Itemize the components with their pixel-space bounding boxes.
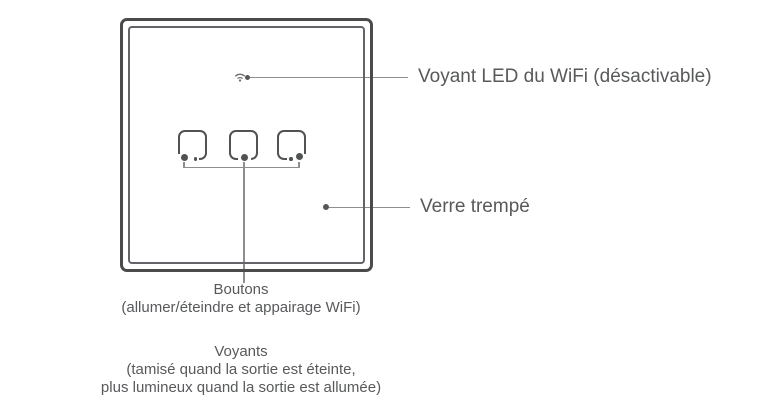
wifi-led-dot [245,74,250,80]
label-buttons-title: Boutons [213,281,269,298]
button-anchor-dot-middle [240,153,248,161]
callout-line-glass [329,206,410,208]
switch-panel [120,18,373,272]
button-anchor-dot-left [180,153,188,161]
callout-bracket-stub-left [183,157,185,168]
glass-anchor-dot [323,204,329,210]
callout-bracket-stub-right [298,156,300,168]
label-glass: Verre trempé [420,196,530,217]
label-buttons-desc: (allumer/éteindre et appairage WiFi) [121,299,361,316]
callout-line-buttons-vertical [243,157,245,283]
caption-indicators: Voyants (tamisé quand la sortie est étei… [58,343,424,397]
wifi-icon [234,73,246,82]
switch-panel-inner-frame [128,26,365,264]
label-indicators-title: Voyants [214,343,268,360]
caption-buttons: Boutons (allumer/éteindre et appairage W… [58,281,424,317]
button-led-dot-left [193,157,197,161]
label-wifi-led: Voyant LED du WiFi (désactivable) [418,66,712,87]
button-anchor-dot-right [295,153,303,160]
callout-bracket-horizontal [183,166,300,168]
label-indicators-desc-line1: (tamisé quand la sortie est éteinte, [126,361,356,378]
callout-line-wifi-led [250,76,408,78]
label-indicators-desc-line2: plus lumineux quand la sortie est allumé… [100,379,382,396]
button-border-gap-left [177,154,199,162]
button-led-dot-right [289,157,293,161]
